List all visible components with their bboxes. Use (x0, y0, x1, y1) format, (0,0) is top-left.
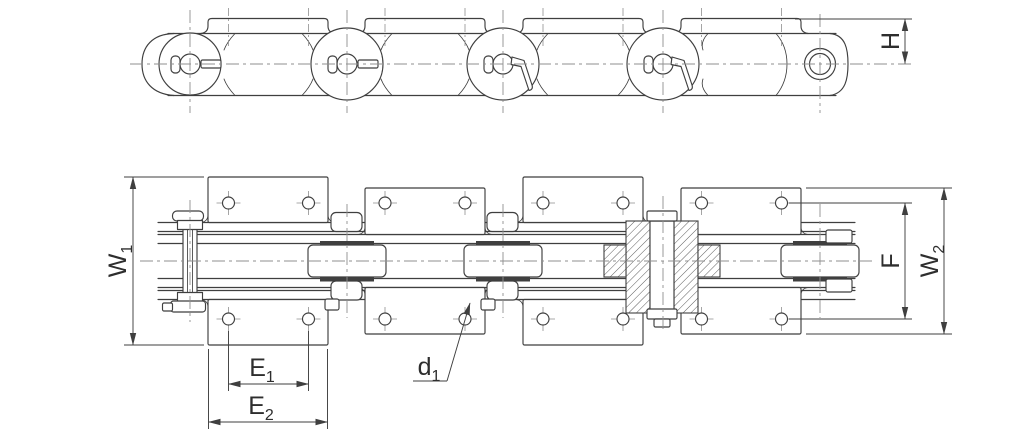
attachment-hole (616, 312, 630, 326)
dim-label-f: F (877, 253, 905, 268)
attachment-hole (221, 196, 236, 210)
side-view (130, 8, 912, 113)
plan-connecting-pin (161, 210, 207, 313)
attachment-plate (364, 286, 486, 335)
attachment-hole (694, 196, 709, 210)
plate-fillets (515, 215, 651, 307)
attachment-plate (522, 298, 644, 346)
pin-cap (646, 308, 678, 320)
dim-w1: W1 (104, 176, 204, 346)
pin-end-cotter (330, 280, 363, 301)
bent-cotter-pin (670, 56, 693, 92)
pin-body (649, 220, 675, 311)
attachment-hole (378, 312, 392, 326)
cotter-pin-leg (480, 298, 496, 311)
bent-cotter-pin (510, 56, 533, 92)
attachment-plate (680, 286, 802, 335)
attachment-hole (774, 312, 789, 326)
plan-centerlines (140, 196, 872, 332)
cotter-pin-head (483, 55, 494, 74)
attachment-hole (774, 196, 789, 210)
cotter-pin-leg (324, 298, 340, 311)
cotter-pin-head (327, 55, 338, 74)
side-attachment-tab (357, 17, 493, 35)
attachment-hole (616, 196, 630, 210)
cotter-pin-leg (161, 302, 174, 312)
attachment-hole (694, 312, 709, 326)
dim-e1: E1 (228, 331, 309, 391)
cotter-pin-head (643, 55, 654, 74)
dim-w2: W2 (806, 187, 952, 335)
dim-label-h: H (877, 32, 905, 50)
bushing-section (625, 220, 651, 314)
plate-fillets (200, 215, 336, 307)
side-attachment-tab (673, 17, 809, 35)
dim-e2: E2 (208, 349, 328, 429)
pin-end-tab (653, 318, 671, 328)
dimensions: H W1 W2 F E1 (104, 18, 952, 429)
attachment-plate (522, 176, 644, 224)
dim-f: F (789, 202, 912, 320)
attachment-hole (458, 196, 472, 210)
side-right-end-cap (829, 32, 849, 97)
pin-end-washer (825, 278, 853, 293)
pin-end-washer (825, 229, 853, 244)
pin-end-cotter (330, 211, 363, 233)
cotter-pin-head (169, 300, 207, 313)
dim-d1: d1 (413, 302, 471, 385)
plan-pin-ends (324, 211, 853, 311)
cotter-pin-head (170, 55, 181, 74)
attachment-hole (301, 312, 316, 326)
attachment-plate (207, 176, 329, 224)
plan-attachment-holes (216, 191, 794, 331)
plan-view (140, 176, 872, 346)
plate-fillets (357, 227, 493, 295)
attachment-hole (221, 312, 236, 326)
pin-end-cotter (486, 211, 519, 233)
dim-label-e1: E1 (249, 354, 275, 386)
plan-attachment-plates (200, 176, 809, 346)
bushing-section (673, 220, 699, 314)
side-centerlines (130, 8, 912, 113)
side-attachment-tab (200, 17, 336, 35)
pin-end-cotter (486, 280, 519, 301)
attachment-hole (378, 196, 392, 210)
pin-cap (646, 210, 678, 222)
dim-h: H (795, 18, 912, 64)
attachment-plate (680, 187, 802, 236)
attachment-hole (536, 196, 550, 210)
side-attachment-tab (515, 17, 651, 35)
dim-label-e2: E2 (248, 392, 274, 424)
attachment-hole (536, 312, 550, 326)
leader-line (446, 302, 471, 382)
cotter-pin-head (171, 210, 205, 222)
attachment-hole (301, 196, 316, 210)
dim-label-d1: d1 (418, 353, 441, 385)
attachment-plate (364, 187, 486, 236)
dim-label-w1: W1 (104, 245, 136, 278)
attachment-plate (207, 298, 329, 346)
dim-label-w2: W2 (916, 245, 948, 278)
